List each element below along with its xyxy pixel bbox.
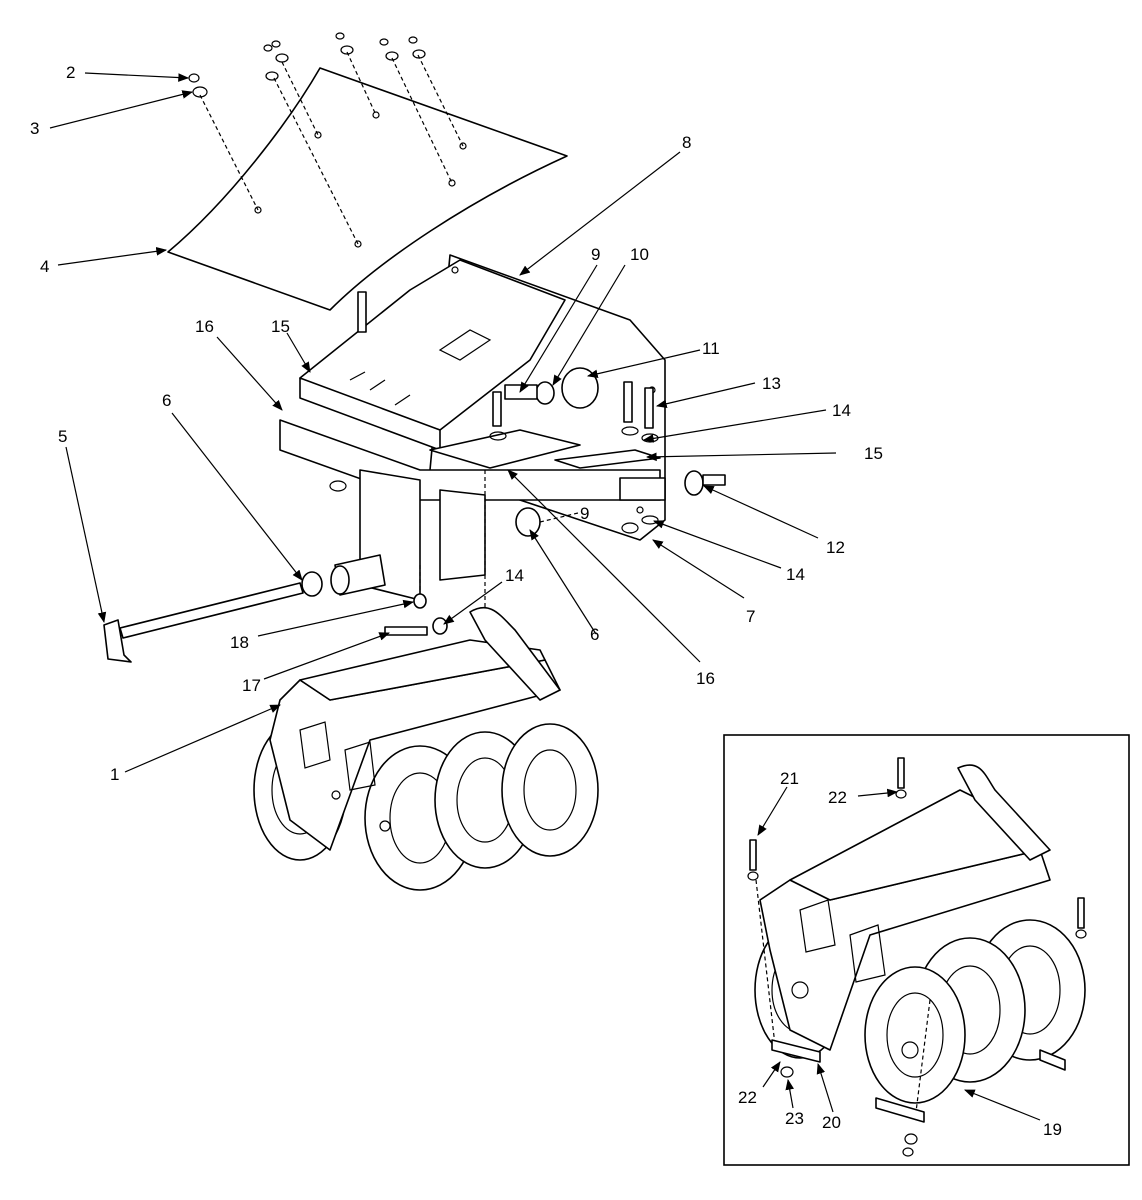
inset-trolley bbox=[754, 764, 1086, 1104]
callout-5: 5 bbox=[58, 427, 67, 446]
callout-labels: 1 2 3 4 5 6 6 7 8 9 9 10 11 12 13 14 14 … bbox=[30, 63, 1062, 1139]
callout-15a: 15 bbox=[271, 317, 290, 336]
leader-lines bbox=[49, 72, 1041, 1121]
callout-21: 21 bbox=[780, 769, 799, 788]
callout-1: 1 bbox=[110, 765, 119, 784]
callout-3: 3 bbox=[30, 119, 39, 138]
callout-18: 18 bbox=[230, 633, 249, 652]
callout-23: 23 bbox=[785, 1109, 804, 1128]
callout-13: 13 bbox=[762, 374, 781, 393]
callout-20: 20 bbox=[822, 1113, 841, 1132]
callout-6a: 6 bbox=[162, 391, 171, 410]
inset-hardware bbox=[747, 757, 1087, 1157]
callout-16b: 16 bbox=[696, 669, 715, 688]
trolley-assembly bbox=[253, 606, 599, 891]
callout-10: 10 bbox=[630, 245, 649, 264]
callout-4: 4 bbox=[40, 257, 49, 276]
callout-9a: 9 bbox=[591, 245, 600, 264]
mounting-frame bbox=[279, 254, 666, 601]
callout-19: 19 bbox=[1043, 1120, 1062, 1139]
callout-15b: 15 bbox=[864, 444, 883, 463]
cover-plate bbox=[167, 67, 568, 311]
axle-pin bbox=[103, 554, 386, 663]
washer-and-bolt bbox=[684, 470, 726, 496]
bolt-set bbox=[329, 291, 659, 534]
callout-14a: 14 bbox=[832, 401, 851, 420]
callout-6b: 6 bbox=[590, 625, 599, 644]
callout-8: 8 bbox=[682, 133, 691, 152]
callout-7: 7 bbox=[746, 607, 755, 626]
callout-14c: 14 bbox=[505, 566, 524, 585]
callout-22b: 22 bbox=[738, 1088, 757, 1107]
callout-12: 12 bbox=[826, 538, 845, 557]
callout-22a: 22 bbox=[828, 788, 847, 807]
callout-14b: 14 bbox=[786, 565, 805, 584]
callout-11: 11 bbox=[702, 339, 720, 358]
callout-17: 17 bbox=[242, 676, 261, 695]
callout-9b: 9 bbox=[580, 504, 589, 523]
callout-2: 2 bbox=[66, 63, 75, 82]
inset-frame bbox=[723, 734, 1130, 1166]
callout-16a: 16 bbox=[195, 317, 214, 336]
